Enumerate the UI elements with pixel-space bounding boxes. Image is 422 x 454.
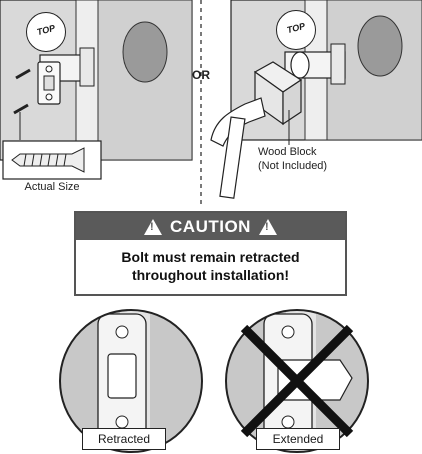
wood-block-label-line1: Wood Block [258, 146, 317, 158]
caution-line1: Bolt must remain retracted [121, 249, 300, 265]
retracted-label: Retracted [82, 428, 166, 450]
top-mark-label: TOP [35, 22, 57, 38]
extended-label: Extended [256, 428, 340, 450]
caution-heading: CAUTION [170, 216, 251, 236]
actual-size-screw-icon [2, 140, 102, 180]
caution-header: ! CAUTION ! [76, 213, 345, 240]
or-label: OR [192, 68, 210, 82]
caution-line2: throughout installation! [131, 267, 290, 283]
warning-icon: ! [258, 218, 277, 235]
wood-block-label-line2: (Not Included) [258, 160, 328, 172]
hammer-install-panel [210, 0, 422, 199]
caution-box: ! CAUTION ! Bolt must remain retracted t… [74, 211, 347, 296]
wood-block-label: Wood Block (Not Included) [258, 145, 368, 173]
panel-divider [200, 0, 202, 205]
top-mark-label-right: TOP [285, 20, 307, 36]
actual-size-label: Actual Size [24, 181, 80, 193]
warning-icon: ! [144, 218, 163, 235]
screw-install-panel [0, 0, 193, 161]
caution-message: Bolt must remain retracted throughout in… [76, 240, 345, 284]
top-orientation-badge-right: TOP [276, 10, 316, 50]
top-orientation-badge: TOP [26, 12, 66, 52]
